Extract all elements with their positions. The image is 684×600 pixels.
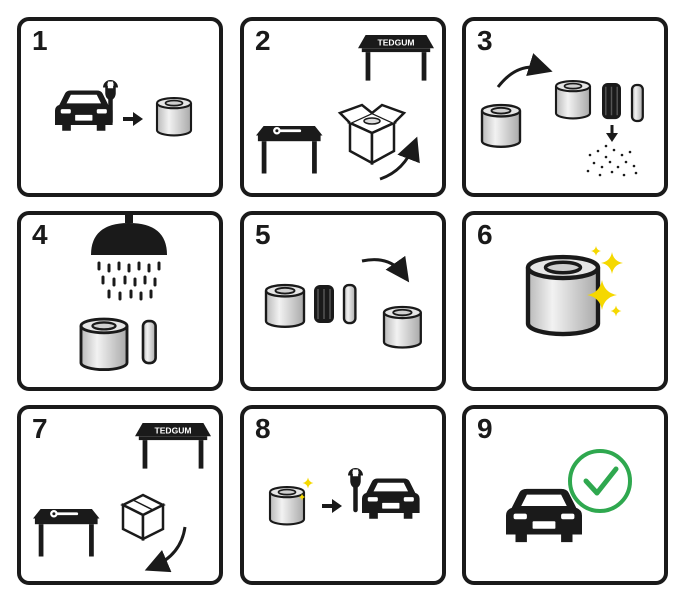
work-table-icon xyxy=(254,124,324,175)
check-circle-icon xyxy=(568,449,632,513)
step-number: 6 xyxy=(477,219,493,250)
step-number: 1 xyxy=(32,25,48,56)
filter-canister-icon xyxy=(382,305,422,349)
step-number: 9 xyxy=(477,413,493,444)
stand-brand-label: TEDGUM xyxy=(154,425,191,435)
step-3-panel: 3 xyxy=(462,17,668,197)
arrow-right-icon xyxy=(123,112,143,126)
filter-element-icon xyxy=(313,284,335,324)
clean-filter-canister-icon xyxy=(528,257,598,334)
step-8-panel: 8 xyxy=(240,405,446,585)
filter-canister-icon xyxy=(264,283,306,328)
filter-rod-icon xyxy=(630,83,644,123)
arrow-right-icon xyxy=(322,499,342,513)
curved-arrow-icon xyxy=(379,136,420,181)
car-icon xyxy=(506,488,582,543)
filter-canister-icon xyxy=(554,79,592,120)
step-1-panel: 1 xyxy=(17,17,223,197)
filter-rod-icon xyxy=(141,319,157,365)
dust-particles-icon xyxy=(586,144,638,177)
filter-canister-icon xyxy=(155,96,193,137)
curved-arrow-icon xyxy=(496,53,553,88)
step-4-panel: 4 xyxy=(17,211,223,391)
stand-brand-label: TEDGUM xyxy=(377,37,414,47)
work-table-icon xyxy=(31,507,101,558)
step-2-panel: 2 TEDGUM xyxy=(240,17,446,197)
sparkle-icon xyxy=(610,305,622,317)
curved-arrow-icon xyxy=(361,255,410,283)
step-7-panel: 7 TEDGUM xyxy=(17,405,223,585)
step-5-panel: 5 xyxy=(240,211,446,391)
filter-canister-icon xyxy=(79,317,129,372)
step-9-panel: 9 xyxy=(462,405,668,585)
filter-canister-icon xyxy=(480,103,522,148)
wrench-icon xyxy=(348,468,363,513)
step-number: 3 xyxy=(477,25,493,56)
shower-head-icon xyxy=(91,215,167,255)
filter-element-icon xyxy=(601,82,622,120)
tedgum-stand-icon: TEDGUM xyxy=(358,35,434,81)
step-number: 2 xyxy=(255,25,271,56)
water-drops-icon xyxy=(97,261,161,301)
sparkle-icon xyxy=(601,252,623,274)
curved-arrow-icon xyxy=(144,526,187,573)
step-number: 8 xyxy=(255,413,271,444)
step-number: 5 xyxy=(255,219,271,250)
step-number: 4 xyxy=(32,219,48,250)
sparkle-icon xyxy=(302,477,314,489)
filter-rod-icon xyxy=(342,283,357,325)
sparkle-icon xyxy=(591,246,601,256)
tedgum-stand-icon: TEDGUM xyxy=(135,423,211,469)
open-box-icon xyxy=(337,103,407,166)
step-number: 7 xyxy=(32,413,48,444)
clean-filter-canister-icon xyxy=(268,485,306,526)
arrow-down-icon xyxy=(606,125,618,142)
step-6-panel: 6 xyxy=(462,211,668,391)
car-icon xyxy=(362,478,420,519)
car-icon xyxy=(55,90,113,131)
closed-box-icon xyxy=(120,493,166,542)
